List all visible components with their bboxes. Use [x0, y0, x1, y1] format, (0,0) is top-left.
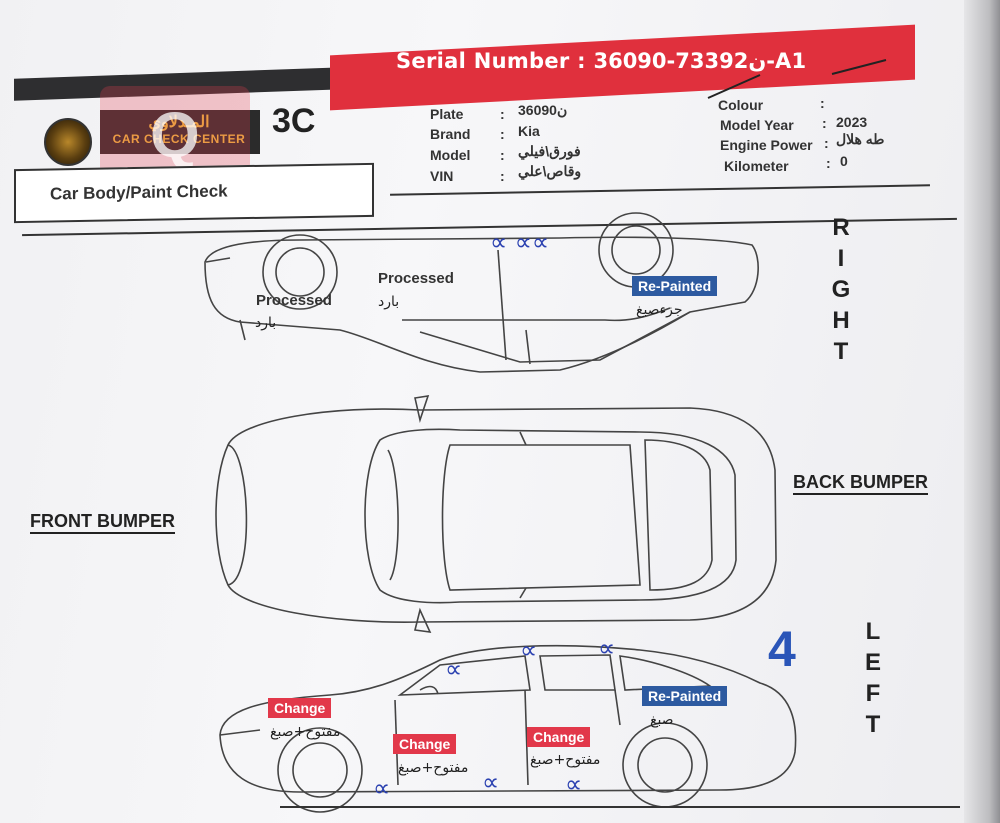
change-front-tag: Change [268, 698, 332, 718]
kilometer-value: 0 [840, 153, 848, 169]
left-pen-mark-icon: ∝ [445, 655, 463, 683]
processed-door-ar: بارد [378, 294, 400, 310]
kilometer-label: Kilometer [724, 158, 789, 174]
handwritten-number: 4 [768, 621, 796, 677]
repainted-left-tag: Re-Painted [642, 686, 728, 706]
change-front-ar: مفتوح+صبغ [270, 724, 341, 740]
change-door1-tag: Change [393, 734, 457, 754]
front-bumper-label: FRONT BUMPER [30, 511, 175, 534]
left-pen-mark-icon: ∝ [482, 768, 500, 796]
logo-english-text: CAR CHECK CENTER [112, 132, 246, 146]
engine-power-label: Engine Power [720, 137, 813, 153]
top-view [215, 395, 777, 633]
vin-value: وقاص\علي [518, 163, 582, 179]
engine-power-value: طه هلال [836, 131, 885, 147]
grade-label: 3C [272, 102, 316, 140]
colour-label: Colour [718, 97, 764, 113]
change-door2-tag: Change [527, 727, 591, 747]
logo-arabic-text: المـدلاوي [148, 114, 210, 131]
plate-value: ن36090 [518, 102, 568, 118]
logo-box [100, 110, 260, 154]
change-door2-ar: مفتوح+صبغ [530, 752, 601, 768]
processed-rear-ar: بارد [255, 315, 277, 331]
left-pen-mark-icon: ∝ [565, 770, 583, 798]
model-label: Model [430, 147, 471, 163]
repainted-right-ar: جزءصبغ [636, 302, 683, 318]
brand-label: Brand [430, 126, 471, 142]
left-pen-mark-icon: ∝ [520, 636, 538, 664]
bottom-divider [280, 806, 960, 808]
paper-edge [964, 0, 1000, 823]
right-pen-marks-icon: ∝ ∝∝ [490, 228, 550, 256]
serial-number: Serial Number : ن73392-36090-A1 [396, 49, 807, 73]
plate-label: Plate [430, 106, 464, 122]
watermark-q-icon: Q [150, 99, 200, 171]
processed-rear-label: Processed [256, 292, 332, 309]
logo-emblem-icon [44, 118, 92, 166]
processed-door-label: Processed [378, 270, 454, 287]
vin-label: VIN [430, 168, 454, 184]
change-door1-ar: مفتوح+صبغ [398, 760, 469, 776]
left-pen-mark-icon: ∝ [598, 634, 616, 662]
model-year-label: Model Year [720, 117, 794, 133]
right-side-view [204, 212, 759, 373]
repainted-left-ar: صبغ [650, 712, 674, 728]
repainted-right-tag: Re-Painted [632, 276, 718, 296]
left-pen-mark-icon: ∝ [373, 774, 391, 802]
model-year-value: 2023 [836, 114, 868, 130]
brand-value: Kia [518, 123, 540, 139]
model-value: فورق\فيلي [518, 143, 581, 159]
back-bumper-label: BACK BUMPER [793, 472, 928, 495]
